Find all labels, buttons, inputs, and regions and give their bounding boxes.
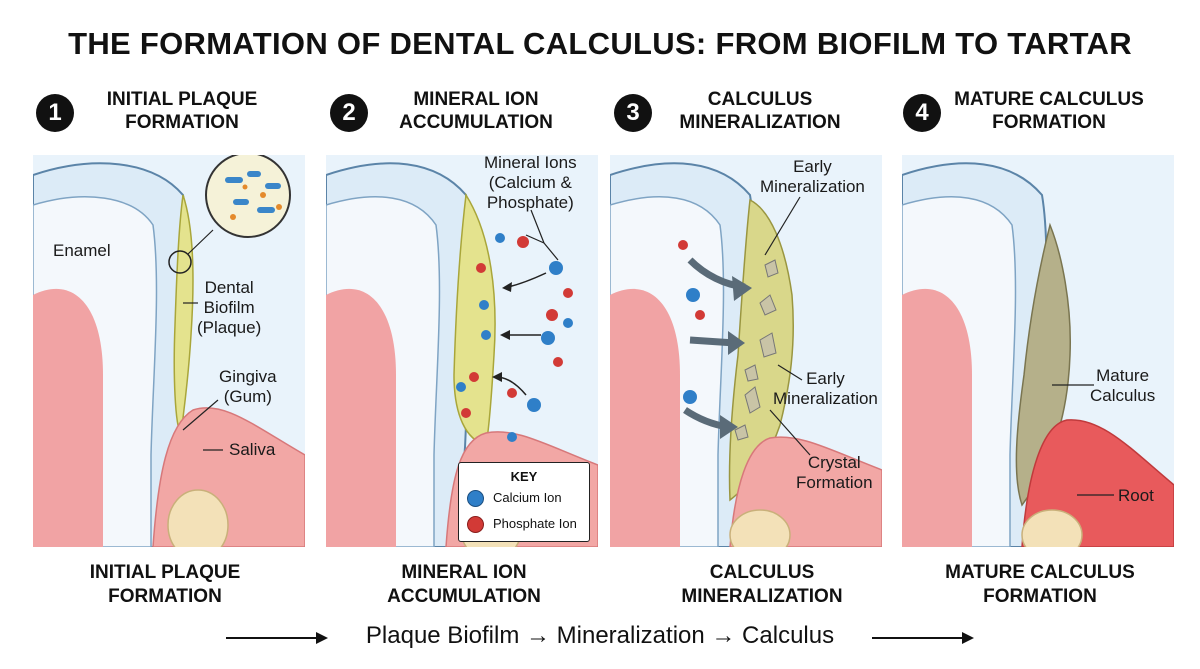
- label-dental-biofilm: Dental Biofilm (Plaque): [197, 278, 262, 337]
- label-saliva: Saliva: [229, 440, 276, 459]
- label-early-mineralization-mid: Early Mineralization: [773, 369, 878, 408]
- label-early-mineralization-top: Early Mineralization: [760, 157, 865, 196]
- key-title: KEY: [510, 469, 538, 484]
- label-crystal-formation: Crystal Formation: [796, 453, 873, 492]
- process-flow: Plaque Biofilm → Mineralization → Calcul…: [220, 620, 980, 656]
- arrow-right-icon: [316, 632, 328, 644]
- calcium-ion-icon: [467, 490, 484, 507]
- stage-3-title: CALCULUS MINERALIZATION: [679, 89, 841, 133]
- stage-4-number: 4: [903, 94, 941, 132]
- stage-4-header: 4 MATURE CALCULUS FORMATION: [903, 88, 1183, 148]
- panel-mature-calculus: Mature Calculus Root: [902, 155, 1174, 547]
- label-mineral-ions: Mineral Ions (Calcium & Phosphate): [484, 155, 577, 212]
- stage-4-title: MATURE CALCULUS FORMATION: [954, 89, 1144, 133]
- key-calcium-label: Calcium Ion: [493, 490, 562, 505]
- stage-1-caption: INITIAL PLAQUE FORMATION: [89, 562, 241, 607]
- panel-initial-plaque: Enamel Dental Biofilm (Plaque) Gingiva (…: [33, 155, 305, 547]
- stage-2-number: 2: [330, 94, 368, 132]
- flow-arrows: [226, 632, 974, 644]
- stage-3-header: 3 CALCULUS MINERALIZATION: [614, 88, 894, 148]
- stage-3-number: 3: [614, 94, 652, 132]
- diagram-title: THE FORMATION OF DENTAL CALCULUS: FROM B…: [68, 26, 1132, 61]
- flow-text: Plaque Biofilm → Mineralization → Calcul…: [365, 622, 835, 649]
- tooth-illustration-3: [610, 155, 882, 547]
- phosphate-ion-icon: [467, 516, 484, 533]
- stage-2-caption: MINERAL ION ACCUMULATION: [387, 562, 541, 607]
- stage-1-title: INITIAL PLAQUE FORMATION: [106, 89, 258, 133]
- stage-4-caption: MATURE CALCULUS FORMATION: [945, 562, 1135, 607]
- stage-1-header: 1 INITIAL PLAQUE FORMATION: [36, 88, 316, 148]
- label-root: Root: [1118, 486, 1154, 505]
- tooth-illustration-4: [902, 155, 1174, 547]
- label-enamel: Enamel: [53, 241, 111, 260]
- arrow-right-icon: [962, 632, 974, 644]
- key-phosphate-label: Phosphate Ion: [493, 516, 577, 531]
- label-gingiva: Gingiva (Gum): [219, 367, 277, 406]
- tooth-illustration-1: [33, 155, 305, 547]
- panel-calculus-mineralization: Early Mineralization Early Mineralizatio…: [610, 155, 882, 547]
- stage-1-number: 1: [36, 94, 74, 132]
- label-mature-calculus: Mature Calculus: [1090, 366, 1156, 405]
- ion-key-legend: KEY Calcium Ion Phosphate Ion: [458, 462, 590, 542]
- stage-2-title: MINERAL ION ACCUMULATION: [399, 89, 553, 133]
- stage-3-caption: CALCULUS MINERALIZATION: [681, 562, 843, 607]
- stage-2-header: 2 MINERAL ION ACCUMULATION: [330, 88, 610, 148]
